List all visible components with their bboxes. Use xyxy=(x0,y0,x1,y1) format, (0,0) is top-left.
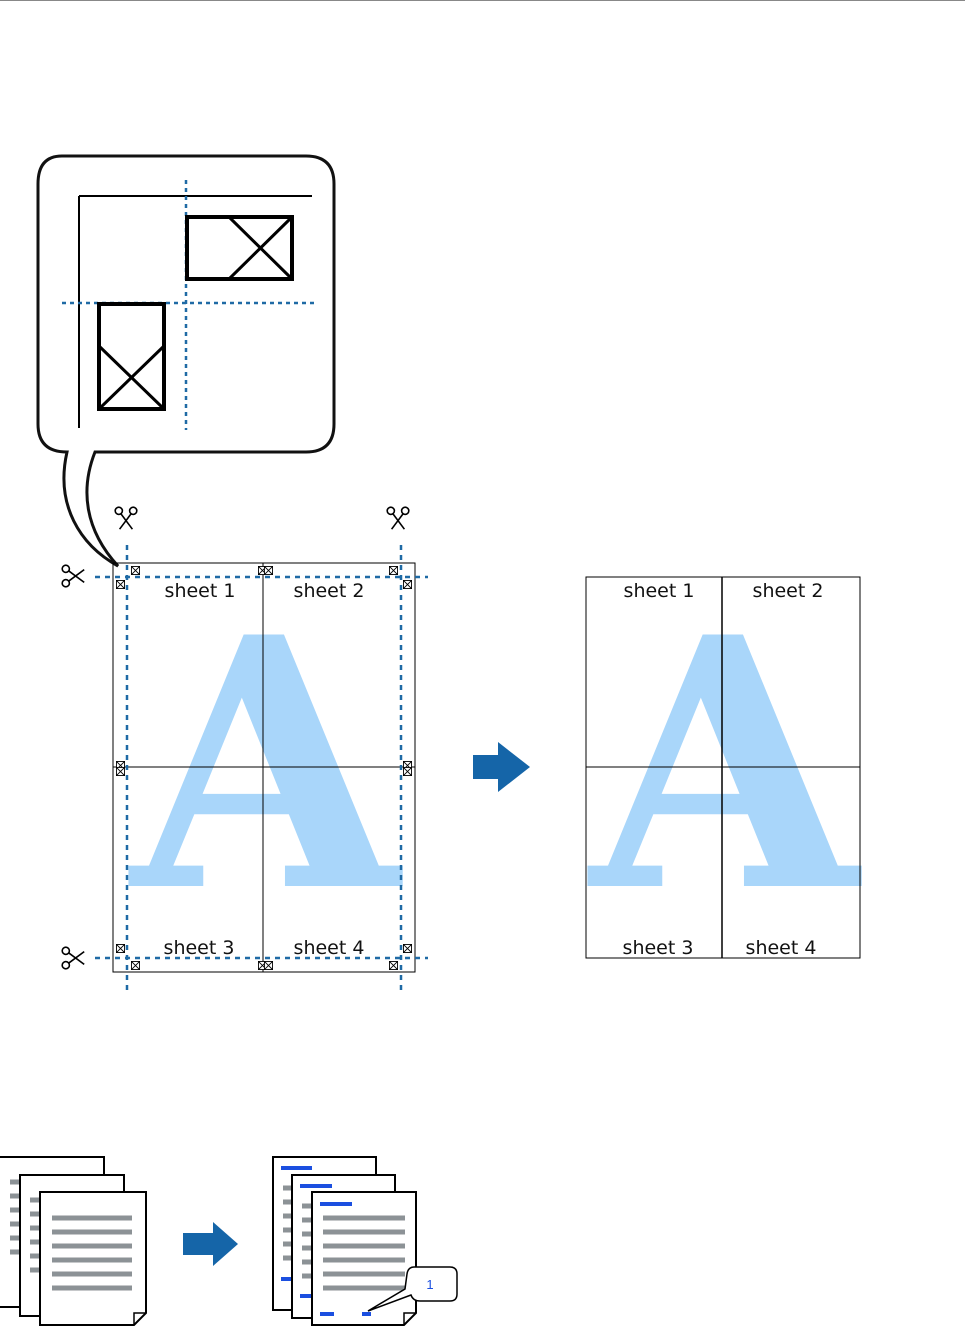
assembled-sheet-label-3: sheet 3 xyxy=(623,937,694,959)
right-arrow-icon xyxy=(473,742,530,792)
crosshair-box-icon xyxy=(116,767,124,775)
crosshair-box-icon xyxy=(131,566,139,574)
crosshair-box-icon xyxy=(389,961,397,969)
zoom-crop-mark-left xyxy=(99,304,164,409)
scissors-icon xyxy=(62,565,84,587)
page-stack-before xyxy=(0,1157,146,1325)
crosshair-box-icon xyxy=(403,944,411,952)
crosshair-box-icon xyxy=(264,961,272,969)
sheet-label-4: sheet 4 xyxy=(294,937,365,959)
assembled-sheet-label-1: sheet 1 xyxy=(624,580,695,602)
watermark-letter-left: A xyxy=(126,563,406,968)
crosshair-box-icon xyxy=(264,566,272,574)
crosshair-box-icon xyxy=(116,580,124,588)
sheet-label-1: sheet 1 xyxy=(165,580,236,602)
watermark-letter-right: A xyxy=(585,563,865,968)
assembled-sheet-label-4: sheet 4 xyxy=(746,937,817,959)
scissors-icon xyxy=(115,507,137,529)
sheet-label-2: sheet 2 xyxy=(294,580,365,602)
crosshair-box-icon xyxy=(131,961,139,969)
crosshair-box-icon xyxy=(403,767,411,775)
crosshair-box-icon xyxy=(389,566,397,574)
scissors-icon xyxy=(387,507,409,529)
assembled-sheet-label-2: sheet 2 xyxy=(753,580,824,602)
sheet-label-3: sheet 3 xyxy=(164,937,235,959)
poster-assembled: A sheet 1 sheet 2 sheet 3 sheet 4 xyxy=(585,563,865,968)
zoom-crop-mark-top xyxy=(187,217,292,279)
crosshair-box-icon xyxy=(116,944,124,952)
right-arrow-icon xyxy=(183,1222,238,1266)
numbered-page-front xyxy=(312,1192,416,1325)
crosshair-box-icon xyxy=(403,580,411,588)
page-number-callout-label: 1 xyxy=(426,1277,433,1292)
zoom-callout xyxy=(38,156,334,566)
page-stack-after: 1 xyxy=(273,1157,457,1325)
poster-before-cutting: A sheet 1 sheet 2 sheet 3 sheet 4 xyxy=(62,507,428,990)
page-front xyxy=(40,1192,146,1325)
scissors-icon xyxy=(62,947,84,969)
